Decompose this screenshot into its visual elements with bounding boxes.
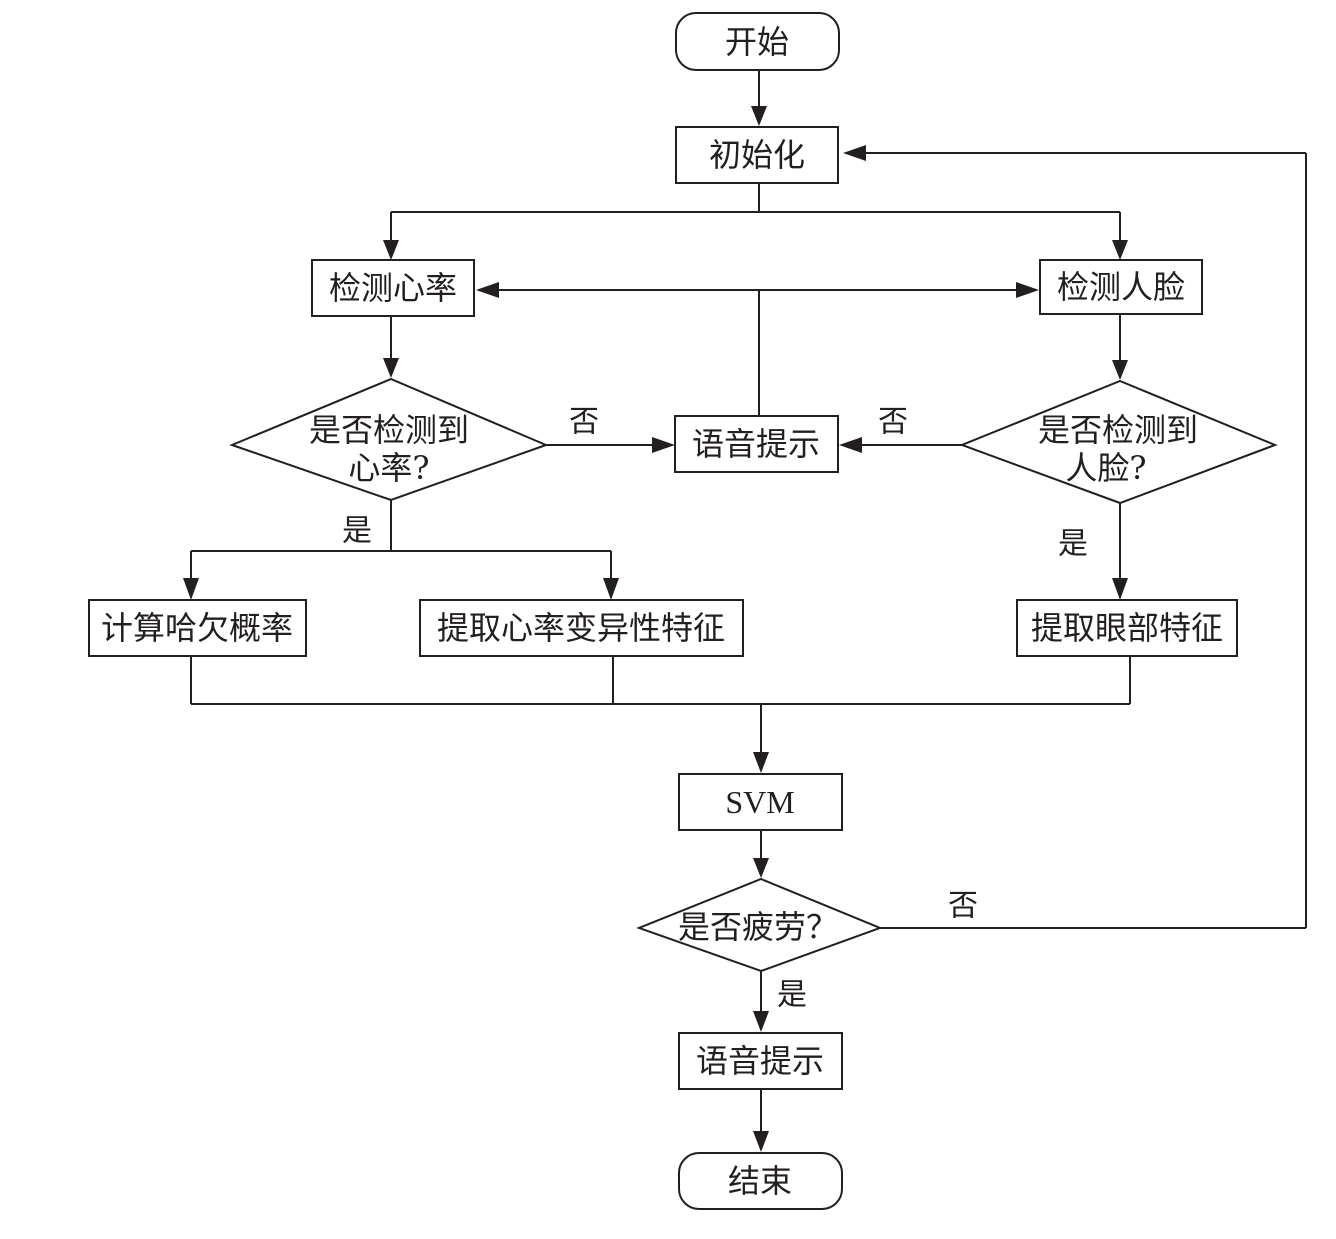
- node-hrv-features: 提取心率变异性特征: [419, 599, 744, 657]
- arrowhead-hrv: [603, 578, 619, 600]
- face-yes-label: 是: [1058, 527, 1088, 562]
- arrowhead-face-no: [839, 437, 862, 453]
- arrowhead-loop-init: [843, 145, 866, 161]
- arrowhead-voice-to-hr: [476, 282, 499, 298]
- connectors: [190, 70, 1307, 1135]
- node-init: 初始化: [675, 126, 839, 184]
- arrowhead-voice-final: [753, 1011, 769, 1032]
- detect-face-label: 检测人脸: [1057, 268, 1185, 306]
- voice-prompt-final-label: 语音提示: [696, 1042, 824, 1080]
- arrowheads: [183, 106, 1128, 1152]
- arrowhead-voice-to-face: [1016, 282, 1039, 298]
- face-decision-diamond: [959, 379, 1278, 505]
- face-decision-label-line1: 是否检测到: [1038, 411, 1198, 449]
- hrv-features-process: [419, 599, 744, 657]
- fatigue-decision-diamond: [636, 877, 883, 973]
- hr-no-label: 否: [569, 405, 599, 440]
- detect-hr-label: 检测心率: [329, 269, 457, 307]
- arrowhead-hr-no: [652, 437, 675, 453]
- arrowhead-end: [753, 1131, 769, 1152]
- arrowhead-hr-decision: [383, 358, 399, 378]
- node-voice-prompt-final: 语音提示: [678, 1032, 843, 1090]
- detect-face-process: [1039, 259, 1203, 315]
- end-label: 结束: [728, 1162, 792, 1200]
- detect-hr-process: [311, 259, 475, 317]
- arrowhead-fatigue: [753, 858, 769, 878]
- svm-label: SVM: [725, 784, 794, 820]
- fatigue-yes-label: 是: [777, 978, 807, 1013]
- hr-decision-diamond: [229, 377, 549, 502]
- start-label: 开始: [725, 23, 789, 61]
- node-svm: SVM: [678, 773, 843, 831]
- node-hr-decision: 是否检测到 心率?: [229, 377, 549, 502]
- node-detect-face: 检测人脸: [1039, 259, 1203, 315]
- face-decision-label-line2: 人脸?: [1065, 449, 1146, 487]
- node-voice-prompt-middle: 语音提示: [674, 415, 839, 473]
- node-fatigue-decision: 是否疲劳？: [636, 877, 883, 973]
- end-terminal: [678, 1152, 843, 1210]
- svm-process: [678, 773, 843, 831]
- eye-features-process: [1016, 599, 1238, 657]
- hrv-features-label: 提取心率变异性特征: [437, 609, 725, 647]
- init-label: 初始化: [709, 136, 805, 174]
- arrowhead-detect-face: [1112, 240, 1128, 260]
- arrowhead-init: [751, 106, 767, 126]
- init-process: [675, 126, 839, 184]
- voice-prompt-final-process: [678, 1032, 843, 1090]
- node-face-decision: 是否检测到 人脸?: [959, 379, 1278, 505]
- arrowhead-eye: [1112, 578, 1128, 600]
- node-end: 结束: [678, 1152, 843, 1210]
- hr-decision-label-line2: 心率?: [348, 449, 429, 487]
- voice-prompt-middle-label: 语音提示: [692, 425, 820, 463]
- arrowhead-svm: [753, 752, 769, 773]
- node-start: 开始: [675, 12, 840, 71]
- arrowhead-yawn: [183, 578, 199, 600]
- node-yawn-prob: 计算哈欠概率: [88, 599, 307, 657]
- yawn-prob-process: [88, 599, 307, 657]
- node-eye-features: 提取眼部特征: [1016, 599, 1238, 657]
- start-terminal: [675, 12, 840, 71]
- fatigue-no-label: 否: [948, 889, 978, 924]
- eye-features-label: 提取眼部特征: [1031, 609, 1223, 647]
- hr-decision-label-line1: 是否检测到: [309, 411, 469, 449]
- voice-prompt-middle-process: [674, 415, 839, 473]
- yawn-prob-label: 计算哈欠概率: [101, 609, 293, 647]
- hr-yes-label: 是: [342, 514, 372, 549]
- arrowhead-face-decision: [1112, 360, 1128, 380]
- node-detect-hr: 检测心率: [311, 259, 475, 317]
- arrowhead-detect-hr: [383, 240, 399, 260]
- edge-labels: 否 是 否 是 否 是: [342, 405, 1088, 1013]
- fatigue-decision-label: 是否疲劳？: [678, 908, 838, 946]
- face-no-label: 否: [878, 405, 908, 440]
